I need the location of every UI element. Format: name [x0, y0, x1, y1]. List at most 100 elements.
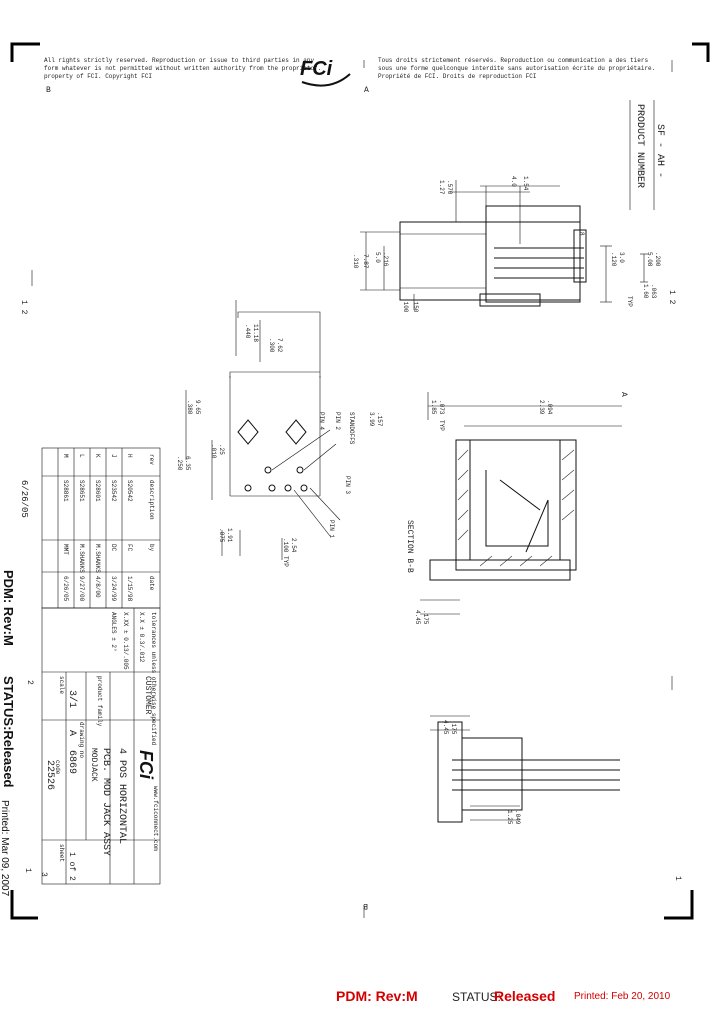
svg-text:DC: DC: [110, 544, 117, 552]
svg-text:ANGLES ± 2°: ANGLES ± 2°: [110, 612, 117, 652]
svg-text:.120: .120: [610, 252, 617, 267]
svg-text:by: by: [148, 544, 155, 552]
notice-right-2: sous une forme quelconque interdite sans…: [378, 65, 655, 72]
svg-text:1.91: 1.91: [226, 528, 233, 543]
svg-text:7.62: 7.62: [276, 338, 283, 353]
svg-text:1.60: 1.60: [642, 284, 649, 299]
svg-text:.175: .175: [422, 610, 429, 625]
grid-label-left: 1 2: [19, 300, 28, 315]
grid-label-row-right: A: [619, 392, 628, 397]
svg-text:PCB. MOD JACK ASSY: PCB. MOD JACK ASSY: [100, 748, 111, 856]
notice-right-3: Propriété de FCI. Droits de reproduction…: [378, 73, 536, 80]
svg-text:S28601: S28601: [94, 480, 101, 502]
svg-text:PIN 3: PIN 3: [344, 476, 351, 494]
svg-text:1/15/98: 1/15/98: [126, 576, 133, 602]
grid-references: A B 1 2 1 2 A B 1 1 2 3: [19, 60, 682, 918]
svg-text:sheet: sheet: [58, 844, 65, 862]
svg-text:PIN 1: PIN 1: [328, 520, 335, 538]
product-number: PRODUCT NUMBER SF - AH -: [629, 100, 665, 210]
product-number-value: SF - AH -: [654, 124, 665, 178]
svg-text:TYP: TYP: [438, 420, 445, 431]
svg-text:FC: FC: [126, 544, 133, 552]
svg-text:4.0: 4.0: [510, 176, 517, 187]
svg-text:.010: .010: [210, 444, 217, 459]
svg-text:3/1: 3/1: [66, 690, 78, 708]
product-number-heading: PRODUCT NUMBER: [634, 104, 645, 188]
svg-text:.250: .250: [176, 456, 183, 471]
svg-text:CUSTOMER: CUSTOMER: [143, 676, 152, 715]
svg-text:.157: .157: [376, 412, 383, 427]
svg-text:.073: .073: [438, 400, 445, 415]
svg-text:S28651: S28651: [78, 480, 85, 502]
svg-text:1.27: 1.27: [438, 180, 445, 195]
svg-text:4.45: 4.45: [442, 720, 449, 735]
svg-text:4 POS HORIZONTAL: 4 POS HORIZONTAL: [116, 748, 127, 844]
svg-text:.049: .049: [514, 810, 521, 825]
grid-label-top-b: B: [46, 86, 51, 95]
svg-text:9/27/00: 9/27/00: [78, 576, 85, 602]
svg-text:11.18: 11.18: [252, 324, 259, 342]
footer-status-label: STATUS:: [452, 990, 501, 1004]
svg-text:.380: .380: [186, 400, 193, 415]
svg-text:J: J: [110, 454, 117, 458]
bottom-view: 4.45 .175 1.25 .049: [430, 715, 620, 825]
svg-text:2.54: 2.54: [290, 538, 297, 553]
svg-text:.094: .094: [546, 400, 553, 415]
grid-label-right-1: 1: [673, 876, 682, 881]
svg-text:3/24/99: 3/24/99: [110, 576, 117, 602]
footer-pdm-rev: PDM: Rev:M: [336, 988, 418, 1004]
svg-text:3.0: 3.0: [618, 252, 625, 263]
svg-text:PIN 2: PIN 2: [334, 412, 341, 430]
notice-right-1: Tous droits strictement réservés. Reprod…: [378, 57, 648, 64]
svg-text:1.25: 1.25: [506, 810, 513, 825]
svg-text:5.0: 5.0: [374, 252, 381, 263]
svg-text:.200: .200: [654, 252, 661, 267]
svg-text:MODJACK: MODJACK: [89, 748, 98, 782]
svg-text:X.XX ± 0.13/.005: X.XX ± 0.13/.005: [122, 612, 129, 670]
svg-text:PDM: Rev:M: PDM: Rev:M: [1, 570, 16, 646]
svg-text:4/8/00: 4/8/00: [94, 576, 101, 598]
svg-text:FCi: FCi: [136, 750, 156, 780]
svg-text:Printed: Mar 09, 2007: Printed: Mar 09, 2007: [0, 800, 10, 897]
svg-text:6869: 6869: [66, 750, 77, 774]
svg-text:product family: product family: [96, 676, 103, 727]
footer-status-value: Released: [494, 988, 556, 1004]
svg-text:1.54: 1.54: [522, 176, 529, 191]
svg-text:STATUS:Released: STATUS:Released: [1, 676, 16, 788]
svg-text:4.45: 4.45: [414, 610, 421, 625]
svg-text:STANDOFFS: STANDOFFS: [348, 412, 355, 445]
svg-text:1.85: 1.85: [430, 400, 437, 415]
notice-left-2: form whatever is not permitted without w…: [44, 65, 321, 72]
notice-left-3: property of FCI. Copyright FCI: [44, 73, 152, 80]
svg-text:7.87: 7.87: [362, 254, 369, 269]
footer-printed-date: Printed: Feb 20, 2010: [574, 991, 671, 1002]
svg-text:.100 TYP: .100 TYP: [282, 538, 289, 567]
svg-text:drawing no: drawing no: [78, 722, 85, 758]
grid-label-top-a: A: [364, 86, 369, 95]
svg-text:X.X ± 0.3/.012: X.X ± 0.3/.012: [138, 612, 145, 663]
notice-left-1: All rights strictly reserved. Reproducti…: [44, 57, 314, 64]
side-view: 1.27 .570 4.0 1.54 8 .310 7.87 5.0 .216 …: [352, 176, 661, 313]
svg-text:2.39: 2.39: [538, 400, 545, 415]
svg-text:M.SHANKS: M.SHANKS: [78, 544, 85, 573]
svg-text:L: L: [78, 454, 85, 458]
svg-text:scale: scale: [58, 676, 65, 694]
pdm-footer: PDM: Rev:M STATUS: Released Printed: Feb…: [330, 988, 710, 1008]
grid-label-right: 1 2: [667, 290, 676, 305]
svg-text:.570: .570: [446, 180, 453, 195]
grid-label-3: 3: [39, 872, 48, 877]
svg-text:5.08: 5.08: [646, 252, 653, 267]
svg-text:6/26/05: 6/26/05: [62, 576, 69, 602]
svg-text:www.fciconnect.com: www.fciconnect.com: [152, 786, 159, 851]
svg-text:.150: .150: [412, 298, 419, 313]
svg-text:8: 8: [578, 232, 585, 236]
svg-text:date: date: [148, 576, 155, 591]
svg-text:S28861: S28861: [62, 480, 69, 502]
left-stamp: 6/26/05 PDM: Rev:M STATUS:Released Print…: [0, 480, 29, 897]
pcb-footprint-view: 11.18 .440 7.62 .300 9.65 .380 6.35 .250…: [176, 300, 383, 567]
svg-text:TYP: TYP: [626, 296, 633, 307]
svg-text:.310: .310: [352, 254, 359, 269]
svg-text:.216: .216: [382, 252, 389, 267]
svg-text:.100: .100: [402, 298, 409, 313]
